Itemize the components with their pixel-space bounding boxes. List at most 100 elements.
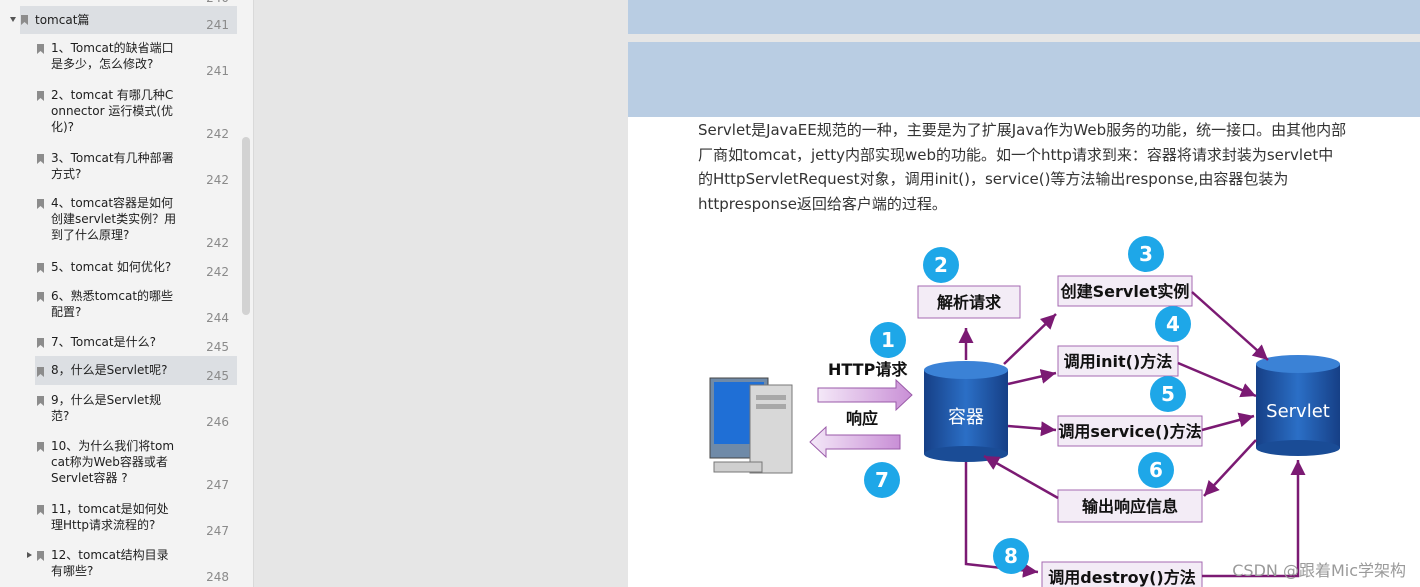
step-2-marker	[923, 247, 959, 283]
toc-sidebar: 240 tomcat篇 241 1、Tomcat的缺省端口是多少，怎么修改? 2…	[0, 0, 254, 587]
toc-item-page: 241	[206, 18, 229, 32]
toc-item-label: 2、tomcat 有哪几种Connector 运行模式(优化)?	[51, 88, 174, 134]
toc-item-label: 7、Tomcat是什么?	[51, 335, 156, 349]
servlet-cylinder	[1256, 355, 1340, 456]
step-3-label: 3	[1139, 242, 1153, 266]
step-1-label: 1	[881, 328, 895, 352]
output-response-box	[1057, 489, 1203, 523]
collapse-triangle-icon[interactable]	[10, 17, 16, 22]
output-response-label: 输出响应信息	[1082, 497, 1178, 516]
destroy-box	[1041, 561, 1203, 587]
toc-item-page: 242	[206, 236, 229, 250]
toc-item-page: 242	[206, 127, 229, 141]
toc-item[interactable]: 5、tomcat 如何优化? 242	[0, 259, 253, 283]
bookmark-icon	[21, 15, 28, 25]
toc-item[interactable]: 4、tomcat容器是如何创建servlet类实例？用到了什么原理? 242	[0, 195, 253, 251]
bookmark-icon	[37, 199, 44, 209]
container-label: 容器	[948, 407, 984, 428]
toc-item-label: 9，什么是Servlet规范?	[51, 393, 162, 423]
step-markers: 1 2 3 4 5 6 7 8	[864, 236, 1191, 574]
toc-item[interactable]: 10、为什么我们将tomcat称为Web容器或者Servlet容器 ? 247	[0, 438, 253, 494]
step-6-label: 6	[1149, 458, 1163, 482]
toc-item-page: 244	[206, 311, 229, 325]
response-label: 响应	[846, 409, 878, 428]
toc-item[interactable]: 12、tomcat结构目录有哪些? 248	[0, 547, 253, 587]
step-7-marker	[864, 462, 900, 498]
toc-item-page: 242	[206, 173, 229, 187]
toc-item-label: 8，什么是Servlet呢?	[51, 363, 168, 377]
toc-item-label: 11，tomcat是如何处理Http请求流程的?	[51, 502, 169, 532]
toc-item[interactable]: 7、Tomcat是什么? 245	[0, 334, 253, 358]
http-request-label: HTTP请求	[828, 360, 908, 379]
toc-item-page: 245	[206, 369, 229, 383]
toc-item-label: 6、熟悉tomcat的哪些配置?	[51, 289, 174, 319]
toc-item[interactable]: 3、Tomcat有几种部署方式? 242	[0, 150, 253, 190]
toc-item-label: 10、为什么我们将tomcat称为Web容器或者Servlet容器 ?	[51, 439, 175, 485]
toc-item[interactable]: 6、熟悉tomcat的哪些配置? 244	[0, 288, 253, 328]
step-5-marker	[1150, 376, 1186, 412]
toc-item-page: 246	[206, 415, 229, 429]
step-4-label: 4	[1166, 312, 1180, 336]
bookmark-icon	[37, 442, 44, 452]
bookmark-icon	[37, 263, 44, 273]
toc-item-page: 248	[206, 570, 229, 584]
toc-item-page: 247	[206, 478, 229, 492]
step-1-marker	[870, 322, 906, 358]
destroy-label: 调用destroy()方法	[1048, 568, 1195, 587]
init-label: 调用init()方法	[1064, 352, 1173, 371]
sidebar-scrollbar-thumb[interactable]	[242, 137, 250, 315]
bookmark-icon	[37, 154, 44, 164]
service-label: 调用service()方法	[1058, 422, 1201, 441]
bookmark-icon	[37, 367, 44, 377]
toc-item-label: 3、Tomcat有几种部署方式?	[51, 151, 174, 181]
toc-item-label: 4、tomcat容器是如何创建servlet类实例？用到了什么原理?	[51, 196, 177, 242]
parse-request-label: 解析请求	[937, 293, 1002, 312]
bookmark-icon	[37, 338, 44, 348]
step-5-label: 5	[1161, 382, 1175, 406]
step-4-marker	[1155, 306, 1191, 342]
viewer-background	[254, 0, 628, 587]
bookmark-icon	[37, 44, 44, 54]
step-2-label: 2	[934, 253, 948, 277]
toc-item[interactable]: 9，什么是Servlet规范? 246	[0, 392, 253, 432]
toc-item[interactable]: 11，tomcat是如何处理Http请求流程的? 247	[0, 501, 253, 541]
toc-item-page: 245	[206, 340, 229, 354]
csdn-watermark: CSDN @跟着Mic学架构	[1232, 561, 1406, 580]
step-7-label: 7	[875, 468, 889, 492]
toc-item-label: 5、tomcat 如何优化?	[51, 260, 172, 274]
toc-item-tomcat-root[interactable]: tomcat篇 241	[0, 6, 253, 34]
page-separator	[628, 34, 1420, 42]
init-box	[1057, 345, 1179, 377]
toc-top-cut-page: 240	[206, 0, 229, 5]
header-band-previous-page	[628, 0, 1420, 34]
parse-request-box	[917, 285, 1021, 319]
toc-item-label: 12、tomcat结构目录有哪些?	[51, 548, 169, 578]
bookmark-icon	[37, 551, 44, 561]
bookmark-icon	[37, 396, 44, 406]
create-instance-label: 创建Servlet实例	[1060, 282, 1190, 301]
computer-icon	[709, 377, 793, 474]
step-8-marker	[993, 538, 1029, 574]
toc-item-page: 242	[206, 265, 229, 279]
toc-item-page: 247	[206, 524, 229, 538]
step-3-marker	[1128, 236, 1164, 272]
service-box	[1057, 415, 1203, 447]
toc-item-page: 241	[206, 64, 229, 78]
expand-triangle-icon[interactable]	[27, 552, 32, 558]
servlet-paragraph: Servlet是JavaEE规范的一种，主要是为了扩展Java作为Web服务的功…	[698, 121, 1347, 213]
toc-item-selected[interactable]: 8，什么是Servlet呢? 245	[0, 356, 253, 385]
toc-item[interactable]: 2、tomcat 有哪几种Connector 运行模式(优化)? 242	[0, 87, 253, 143]
document-page: Servlet是JavaEE规范的一种，主要是为了扩展Java作为Web服务的功…	[628, 0, 1420, 587]
step-6-marker	[1138, 452, 1174, 488]
http-request-arrow	[817, 378, 913, 412]
toc-item-label: tomcat篇	[35, 13, 90, 27]
toc-item[interactable]: 1、Tomcat的缺省端口是多少，怎么修改? 241	[0, 40, 253, 80]
step-8-label: 8	[1004, 544, 1018, 568]
header-band	[628, 42, 1420, 117]
create-instance-box	[1057, 275, 1193, 307]
toc-item-label: 1、Tomcat的缺省端口是多少，怎么修改?	[51, 41, 174, 71]
servlet-flow-diagram: HTTP请求 响应 容器 Servlet 解析请求 创建Servlet实例 调用…	[709, 236, 1340, 587]
servlet-label: Servlet	[1266, 401, 1330, 422]
bookmark-icon	[37, 91, 44, 101]
bookmark-icon	[37, 292, 44, 302]
